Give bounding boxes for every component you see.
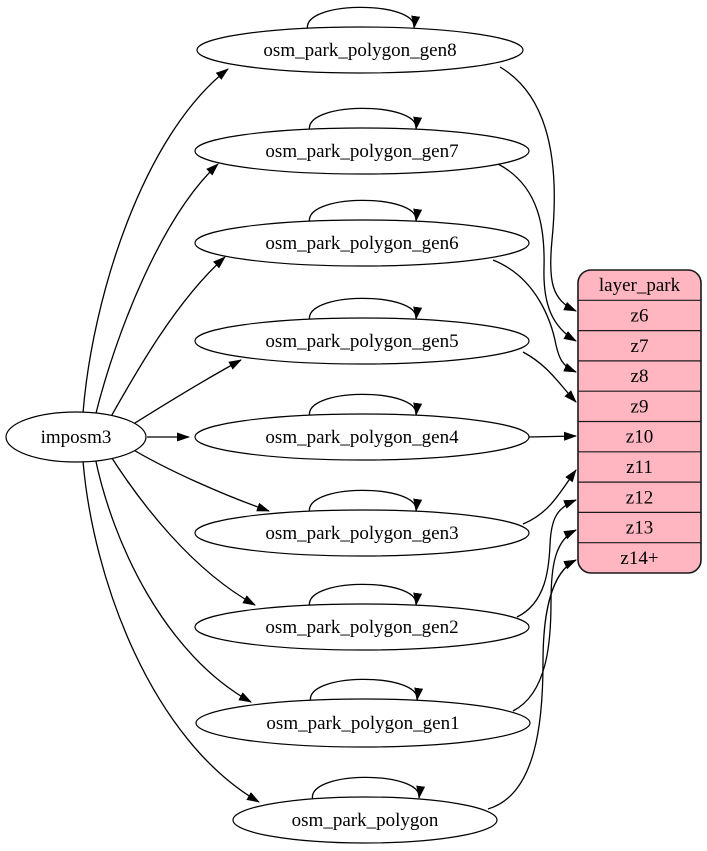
node-imposm3: imposm3 bbox=[5, 411, 147, 463]
node-osm_park_polygon_gen4: osm_park_polygon_gen4 bbox=[194, 413, 530, 461]
self-loop-gen5 bbox=[309, 297, 423, 323]
edge-gen1-z13 bbox=[512, 529, 577, 712]
self-loop-gen1 bbox=[310, 678, 424, 704]
polygon-ellipse bbox=[232, 796, 498, 844]
layer-row-z14: z14+ bbox=[620, 548, 658, 569]
edge-gen4-z10 bbox=[528, 431, 577, 441]
edge-imposm3-gen5 bbox=[126, 359, 242, 429]
edge-imposm3-gen2 bbox=[107, 451, 256, 606]
gen2-label: osm_park_polygon_gen2 bbox=[265, 617, 458, 638]
self-loop-gen7 bbox=[309, 107, 423, 133]
gen6-label: osm_park_polygon_gen6 bbox=[265, 233, 458, 254]
gen4-ellipse bbox=[194, 413, 530, 461]
layer-park-title: layer_park bbox=[599, 275, 681, 296]
gen1-label: osm_park_polygon_gen1 bbox=[266, 713, 459, 734]
layer-row-z11: z11 bbox=[626, 457, 653, 478]
gen7-ellipse bbox=[194, 127, 530, 175]
gen6-ellipse bbox=[194, 219, 530, 267]
node-osm_park_polygon_gen8: osm_park_polygon_gen8 bbox=[196, 26, 524, 74]
edge-polygon-z14 bbox=[487, 559, 577, 810]
edge-gen2-z12 bbox=[516, 499, 577, 618]
node-osm_park_polygon_gen1: osm_park_polygon_gen1 bbox=[195, 698, 531, 748]
layer-row-z10: z10 bbox=[626, 427, 653, 448]
edge-gen5-z9 bbox=[522, 351, 577, 403]
node-osm_park_polygon_gen7: osm_park_polygon_gen7 bbox=[194, 127, 530, 175]
node-layer_park: layer_park z6 z7 z8 z9 z10 z11 z12 z13 z… bbox=[577, 269, 702, 574]
node-osm_park_polygon_gen5: osm_park_polygon_gen5 bbox=[194, 317, 530, 365]
node-osm_park_polygon_gen6: osm_park_polygon_gen6 bbox=[194, 219, 530, 267]
edge-gen6-z8 bbox=[492, 259, 577, 373]
imposm3-ellipse bbox=[5, 411, 147, 463]
gen7-label: osm_park_polygon_gen7 bbox=[265, 141, 458, 162]
self-loop-gen3 bbox=[309, 489, 423, 515]
gen3-label: osm_park_polygon_gen3 bbox=[265, 523, 458, 544]
edge-imposm3-gen3 bbox=[126, 445, 270, 512]
imposm3-label: imposm3 bbox=[41, 427, 112, 448]
node-osm_park_polygon_gen3: osm_park_polygon_gen3 bbox=[194, 509, 530, 557]
self-loop-polygon bbox=[312, 776, 426, 802]
edge-gen7-z7 bbox=[497, 163, 577, 342]
edge-gen3-z11 bbox=[522, 469, 577, 525]
gen4-label: osm_park_polygon_gen4 bbox=[265, 427, 459, 448]
edge-imposm3-gen7 bbox=[94, 163, 219, 418]
self-loop-gen4 bbox=[309, 393, 423, 419]
edges-from-source bbox=[82, 68, 270, 803]
node-osm_park_polygon: osm_park_polygon bbox=[232, 796, 498, 844]
layer-row-z8: z8 bbox=[631, 366, 649, 387]
gen5-ellipse bbox=[194, 317, 530, 365]
gen1-ellipse bbox=[195, 698, 531, 748]
layer-row-z9: z9 bbox=[631, 396, 649, 417]
edge-gen8-z6 bbox=[499, 66, 577, 312]
edge-imposm3-gen6 bbox=[107, 256, 226, 423]
gen8-label: osm_park_polygon_gen8 bbox=[263, 40, 456, 61]
gen5-label: osm_park_polygon_gen5 bbox=[265, 331, 458, 352]
gen8-ellipse bbox=[196, 26, 524, 74]
edge-imposm3-polygon bbox=[82, 460, 260, 803]
self-loop-gen6 bbox=[309, 199, 423, 225]
self-loop-gen2 bbox=[309, 583, 423, 609]
edges-to-layer bbox=[487, 66, 577, 810]
layer-row-z13: z13 bbox=[626, 518, 653, 539]
gen3-ellipse bbox=[194, 509, 530, 557]
polygon-label: osm_park_polygon bbox=[292, 810, 439, 831]
edge-imposm3-gen1 bbox=[94, 456, 252, 703]
edge-imposm3-gen8 bbox=[82, 68, 229, 414]
self-loop-gen8 bbox=[307, 6, 421, 32]
self-loop-edges bbox=[307, 6, 426, 802]
node-osm_park_polygon_gen2: osm_park_polygon_gen2 bbox=[194, 603, 530, 651]
layer-row-z7: z7 bbox=[631, 336, 649, 357]
gen2-ellipse bbox=[194, 603, 530, 651]
layer-row-z12: z12 bbox=[626, 487, 653, 508]
layer-row-z6: z6 bbox=[631, 306, 649, 327]
